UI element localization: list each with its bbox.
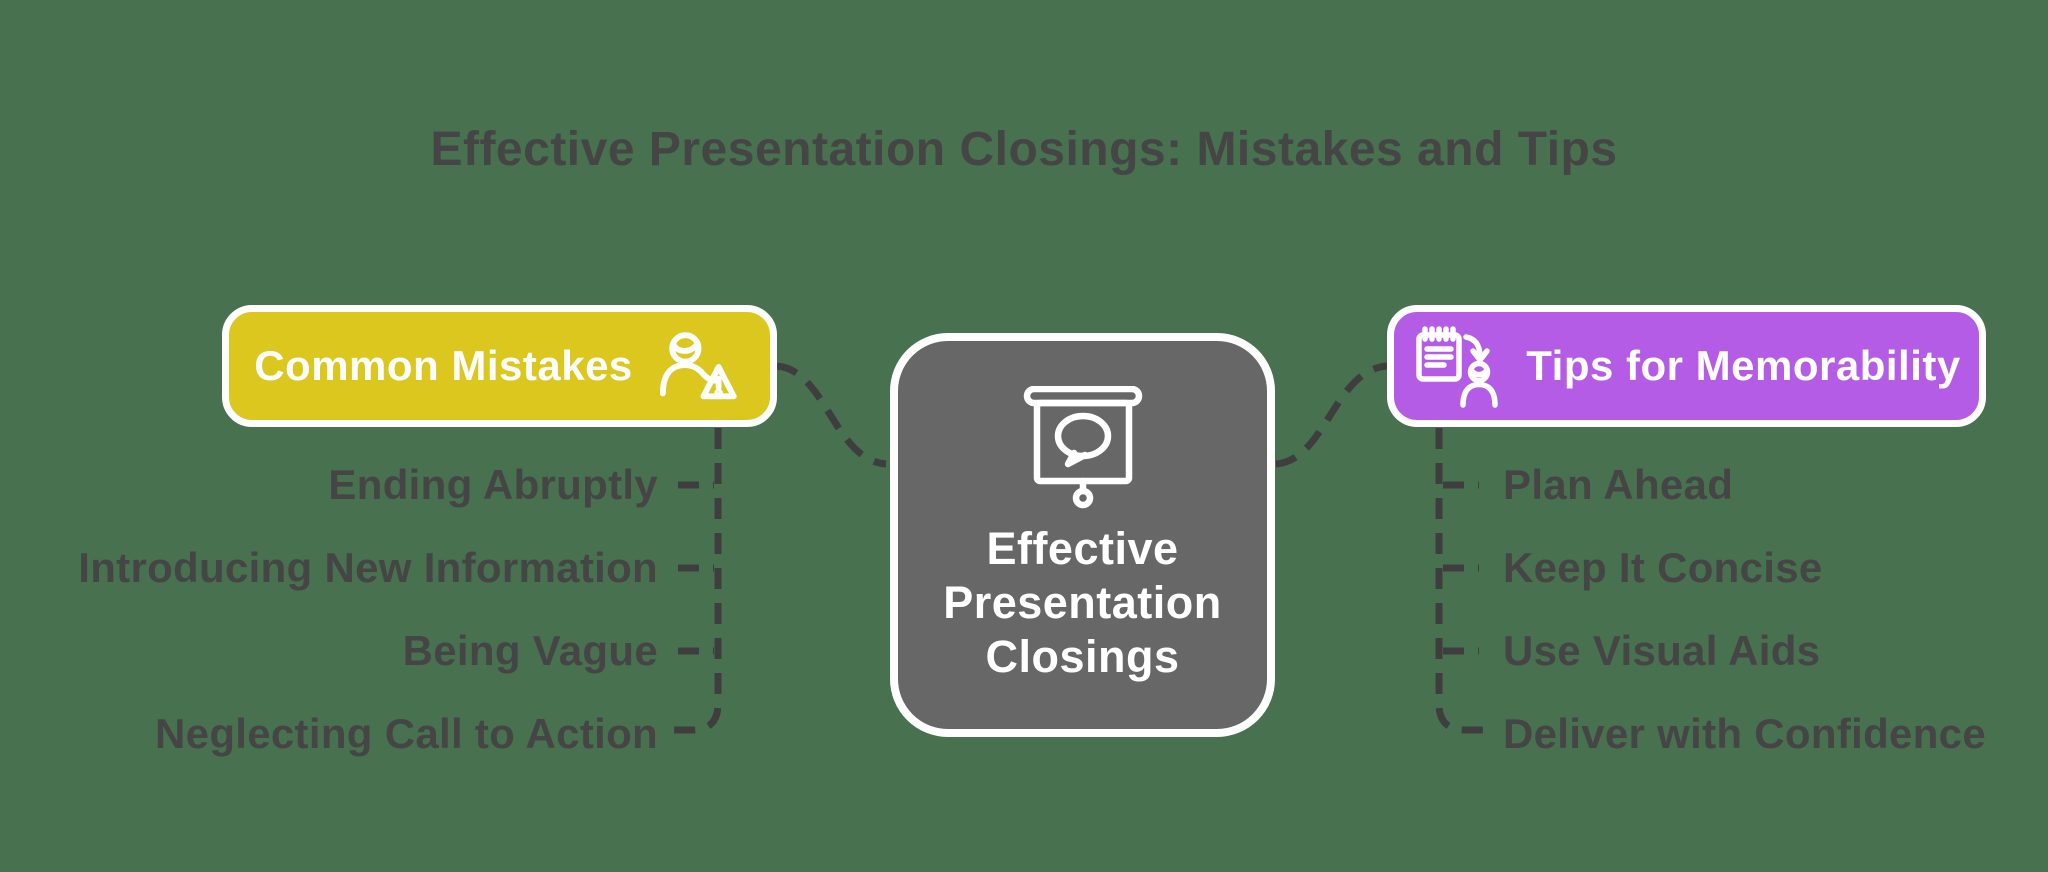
diagram-title: Effective Presentation Closings: Mistake… [430,123,1618,176]
connector-center-to-tips [1275,362,1388,468]
tip-item-deliver-with-confidence: Deliver with Confidence [1503,710,1986,757]
tips-for-memorability-node: Tips for Memorability [1387,305,1986,427]
central-topic-line-3: Closings [985,631,1180,682]
mistake-item-neglecting-call-to-action: Neglecting Call to Action [155,710,658,757]
common-mistakes-node: Common Mistakes [222,305,777,427]
tip-item-use-visual-aids: Use Visual Aids [1503,627,1821,674]
presentation-screen-icon [1022,386,1144,512]
tips-branch-spine [1435,428,1484,734]
mistake-item-being-vague: Being Vague [402,627,658,674]
mistake-item-ending-abruptly: Ending Abruptly [328,461,658,508]
central-topic-line-1: Effective [986,523,1179,574]
notepad-arrow-person-icon [1412,321,1502,411]
tip-item-plan-ahead: Plan Ahead [1503,461,1734,508]
mistakes-branch-spine [673,428,722,734]
central-topic-line-2: Presentation [943,577,1222,628]
tips-for-memorability-label: Tips for Memorability [1526,342,1961,389]
central-topic-node: Effective Presentation Closings [890,333,1275,737]
person-warning-icon [657,324,745,408]
tip-item-keep-it-concise: Keep It Concise [1503,544,1823,591]
connector-center-to-mistakes [776,362,887,468]
central-topic-label: Effective Presentation Closings [943,522,1222,684]
mistake-item-introducing-new-information: Introducing New Information [78,544,658,591]
common-mistakes-label: Common Mistakes [254,342,633,389]
